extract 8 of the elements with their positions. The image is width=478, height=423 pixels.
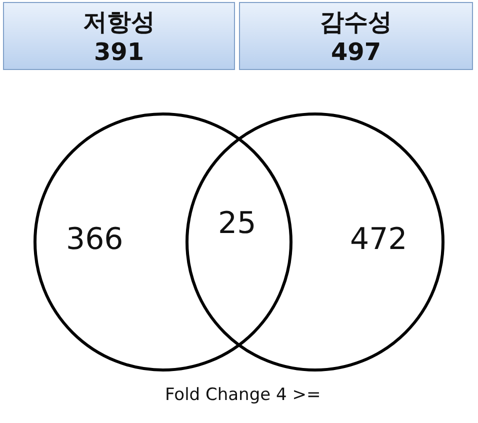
caption: Fold Change 4 >= — [165, 385, 321, 405]
venn-circle — [185, 112, 445, 372]
header-box: 저항성 391 — [3, 2, 235, 70]
count-label: 472 — [350, 222, 408, 257]
count-label: 25 — [218, 206, 256, 241]
header-box: 감수성 497 — [239, 2, 473, 70]
venn-circle — [33, 112, 293, 372]
count-label: 366 — [66, 222, 124, 257]
